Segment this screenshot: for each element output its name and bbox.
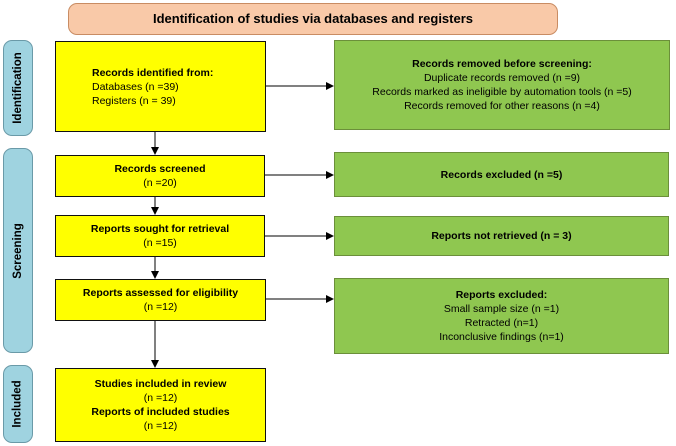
records-removed-title: Records removed before screening: [412, 58, 592, 70]
reports-not-retrieved-label: Reports not retrieved (n = 3) [431, 230, 572, 242]
reports-sought-box: Reports sought for retrieval (n =15) [55, 215, 265, 257]
studies-included-title: Studies included in review [94, 378, 227, 390]
other-removed: Records removed for other reasons (n =4) [404, 100, 600, 112]
reports-excluded-box: Reports excluded: Small sample size (n =… [334, 278, 669, 354]
records-excluded-box: Records excluded (n =5) [334, 152, 669, 197]
small-sample-count: Small sample size (n =1) [443, 303, 560, 315]
databases-count: Databases (n =39) [92, 80, 179, 93]
retracted-count: Retracted (n=1) [464, 317, 539, 329]
records-screened-box: Records screened (n =20) [55, 155, 265, 197]
studies-included-count: (n =12) [143, 392, 178, 404]
reports-excluded-title: Reports excluded: [455, 289, 548, 301]
reports-not-retrieved-box: Reports not retrieved (n = 3) [334, 216, 669, 256]
phase-screening: Screening [3, 148, 33, 353]
records-removed-box: Records removed before screening: Duplic… [334, 40, 670, 130]
reports-assessed-box: Reports assessed for eligibility (n =12) [55, 279, 266, 321]
reports-included-title: Reports of included studies [91, 406, 230, 418]
records-screened-title: Records screened [114, 163, 206, 175]
reports-assessed-count: (n =12) [143, 301, 178, 313]
reports-sought-count: (n =15) [143, 237, 177, 249]
records-identified-title: Records identified from: [92, 66, 214, 79]
studies-included-box: Studies included in review (n =12) Repor… [55, 368, 266, 442]
phase-included: Included [3, 365, 33, 443]
records-identified-box: Records identified from: Databases (n =3… [55, 41, 266, 132]
registers-count: Registers (n = 39) [92, 94, 176, 107]
reports-included-count: (n =12) [143, 420, 178, 432]
reports-assessed-title: Reports assessed for eligibility [82, 287, 239, 299]
records-screened-count: (n =20) [143, 177, 177, 189]
reports-sought-title: Reports sought for retrieval [90, 223, 230, 235]
duplicates-removed: Duplicate records removed (n =9) [423, 72, 581, 84]
header-title: Identification of studies via databases … [152, 11, 474, 26]
ineligible-removed: Records marked as ineligible by automati… [372, 86, 632, 98]
phase-identification: Identification [3, 40, 33, 136]
records-excluded-label: Records excluded (n =5) [440, 168, 563, 181]
diagram-header: Identification of studies via databases … [68, 3, 558, 35]
inconclusive-count: Inconclusive findings (n=1) [439, 331, 564, 343]
